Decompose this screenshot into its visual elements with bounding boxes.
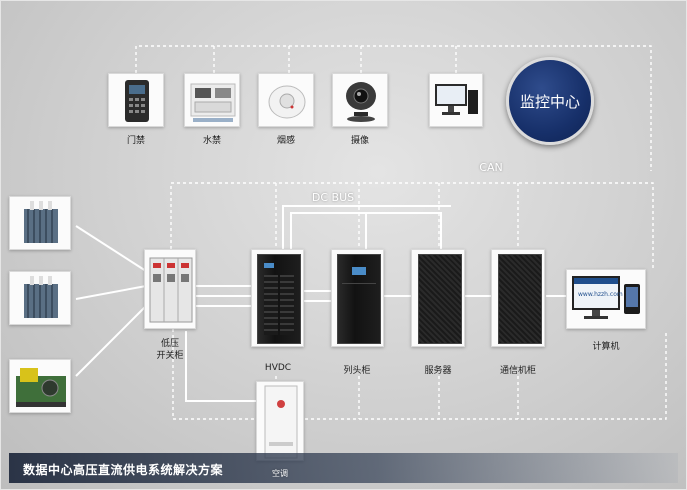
smoke-label: 烟感 <box>277 133 295 146</box>
hvdc-box <box>251 249 304 347</box>
water-sensor-icon <box>185 74 241 128</box>
transformer-2 <box>9 271 71 325</box>
switch-cabinet-label: 开关柜 <box>156 348 183 361</box>
switch-cabinet-box <box>144 249 196 329</box>
hvdc-label: HVDC <box>265 363 291 373</box>
comm-cabinet-box <box>491 249 545 347</box>
aircon-box <box>256 381 304 461</box>
screen-url: www.hzzh.com <box>578 291 623 298</box>
desktop-computer-icon <box>430 74 484 128</box>
door-label: 门禁 <box>127 133 145 146</box>
monitoring-center: 监控中心 <box>506 57 594 145</box>
switchgear-icon <box>145 250 197 330</box>
comm-rack-icon <box>498 254 542 344</box>
computer-icon: www.hzzh.com <box>567 270 647 330</box>
water-label: 水禁 <box>203 133 221 146</box>
camera-box <box>332 73 388 127</box>
server-box <box>411 249 465 347</box>
column-head-cabinet-icon <box>337 254 381 344</box>
column-head-label: 列头柜 <box>343 363 370 376</box>
air-conditioner-icon <box>257 382 305 462</box>
camera-label: 摄像 <box>351 133 369 146</box>
transformer-1 <box>9 196 71 250</box>
generator-box <box>9 359 71 413</box>
smoke-detector-icon <box>259 74 315 128</box>
computer-label: 计算机 <box>592 339 619 352</box>
hvdc-cabinet-icon <box>257 254 301 344</box>
monitor-pc-box <box>429 73 483 127</box>
diagram-title: 数据中心高压直流供电系统解决方案 <box>23 461 223 478</box>
water-sensor-box <box>184 73 240 127</box>
generator-icon <box>10 360 72 414</box>
server-label: 服务器 <box>424 363 451 376</box>
door-access-box <box>108 73 164 127</box>
comm-cabinet-label: 通信机柜 <box>500 363 536 376</box>
transformer-icon <box>10 272 72 326</box>
computer-box: www.hzzh.com <box>566 269 646 329</box>
can-label: CAN <box>479 161 502 174</box>
webcam-icon <box>333 74 389 128</box>
dc-bus-label: DC BUS <box>312 191 354 204</box>
monitoring-center-label: 监控中心 <box>520 91 580 112</box>
server-rack-icon <box>418 254 462 344</box>
smoke-sensor-box <box>258 73 314 127</box>
transformer-icon <box>10 197 72 251</box>
column-head-box <box>331 249 384 347</box>
aircon-label: 空调 <box>272 468 288 479</box>
door-access-icon <box>109 74 165 128</box>
